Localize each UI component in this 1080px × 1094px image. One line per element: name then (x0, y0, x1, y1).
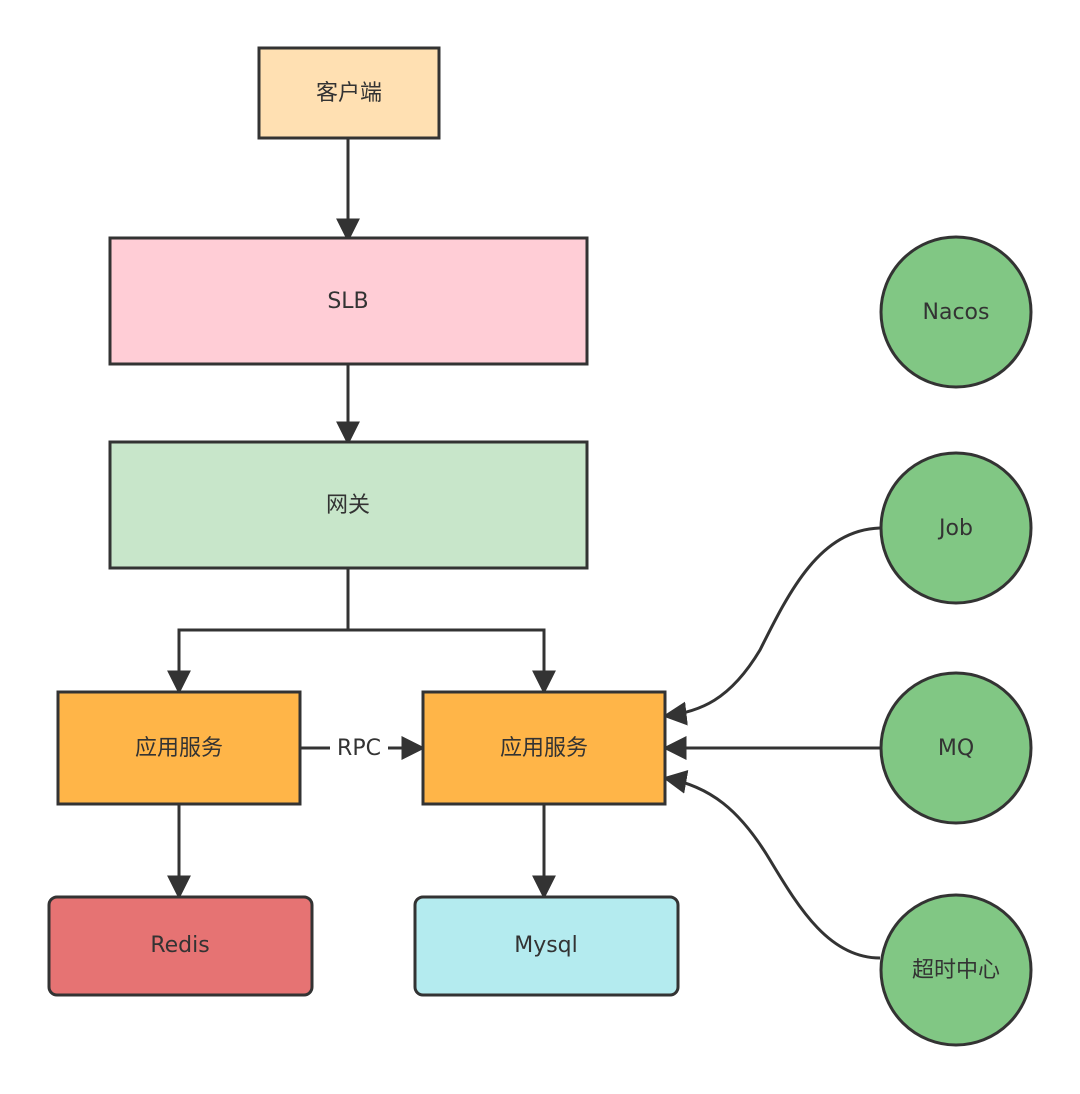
node-slb: SLB (108, 236, 589, 366)
edge-gateway-to-app-left (167, 628, 348, 695)
node-redis: Redis (47, 895, 314, 997)
node-app-service-left-label: 应用服务 (135, 736, 223, 761)
edge-timeout-to-app-right (662, 769, 881, 960)
node-redis-label: Redis (150, 933, 209, 958)
node-gateway: 网关 (108, 440, 589, 570)
node-mq-label: MQ (938, 736, 974, 761)
node-slb-box (108, 236, 589, 366)
rpc-label: RPC (337, 736, 381, 761)
node-job-label: Job (937, 516, 973, 541)
node-nacos: Nacos (879, 235, 1033, 389)
node-app-service-right-label: 应用服务 (500, 736, 588, 761)
node-timeout-center-circle (879, 893, 1033, 1047)
node-redis-box (47, 895, 314, 997)
node-nacos-circle (879, 235, 1033, 389)
node-slb-label: SLB (327, 289, 368, 314)
node-client: 客户端 (257, 46, 441, 140)
node-mysql-label: Mysql (514, 933, 578, 958)
node-app-service-left-box (56, 690, 302, 806)
node-timeout-center-label: 超时中心 (912, 958, 1000, 983)
edges: RPC (167, 138, 881, 960)
node-gateway-box (108, 440, 589, 570)
edge-gateway-to-app-right (348, 628, 556, 695)
node-client-label: 客户端 (316, 81, 382, 106)
node-app-service-right: 应用服务 (421, 690, 667, 806)
node-job: Job (879, 451, 1033, 605)
node-job-circle (879, 451, 1033, 605)
node-mq-circle (879, 671, 1033, 825)
node-nacos-label: Nacos (923, 300, 990, 325)
node-mysql: Mysql (413, 895, 680, 997)
node-client-box (257, 46, 441, 140)
node-app-service-right-box (421, 690, 667, 806)
edge-job-to-app-right (662, 526, 881, 726)
node-mq: MQ (879, 671, 1033, 825)
node-timeout-center: 超时中心 (879, 893, 1033, 1047)
node-mysql-box (413, 895, 680, 997)
node-app-service-left: 应用服务 (56, 690, 302, 806)
node-gateway-label: 网关 (326, 493, 370, 518)
